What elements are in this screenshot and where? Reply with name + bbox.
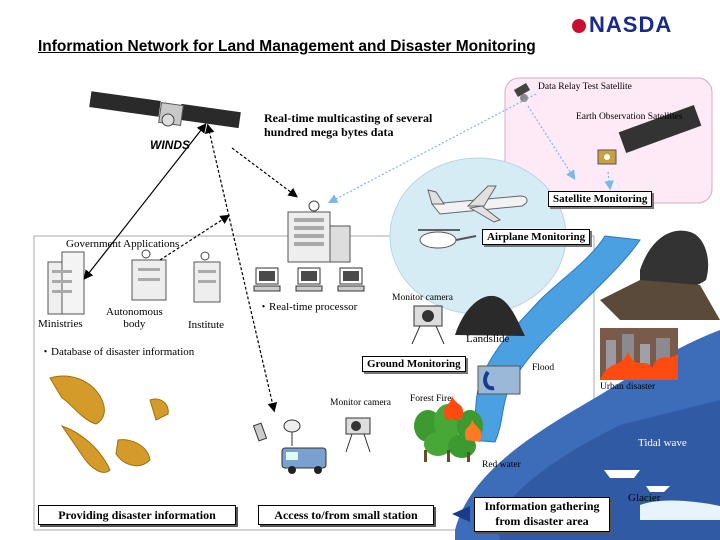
river <box>469 235 641 443</box>
realtime-processor-label: ・Real-time processor <box>258 301 358 313</box>
drts-label: Data Relay Test Satellite <box>538 82 632 92</box>
dish-icon <box>283 419 301 446</box>
gov-to-winds-arrow <box>159 214 231 261</box>
multicast-line-2: hundred mega bytes data <box>264 125 394 139</box>
glacier-label: Glacier <box>628 492 661 504</box>
satellite-icon <box>89 91 241 129</box>
nasda-logo: NASDA <box>572 12 672 38</box>
access-station-box: Access to/from small station <box>258 505 434 525</box>
monitor-camera-label: Monitor camera <box>330 398 391 408</box>
eos-label: Earth Observation Satellites <box>576 112 683 122</box>
info-gathering-line-2: from disaster area <box>495 514 589 528</box>
volcano-base <box>600 280 720 320</box>
red-water-label: Red water <box>482 460 521 470</box>
multicast-note: Real-time multicasting of several hundre… <box>264 111 432 139</box>
monitor-camera-top-label: Monitor camera <box>392 293 453 303</box>
satellite-monitoring-box: Satellite Monitoring <box>548 191 653 207</box>
eos-satellite-icon <box>597 104 702 165</box>
drts-satellite-icon <box>513 83 531 102</box>
computer-icon <box>253 267 365 292</box>
tidal-wave-label: Tidal wave <box>638 437 687 449</box>
volcano-icon <box>640 230 709 290</box>
logo-mark-icon <box>572 19 586 33</box>
tree-icon <box>414 396 483 462</box>
flood-label: Flood <box>532 363 555 373</box>
ministries-label: Ministries <box>38 318 83 330</box>
drts-to-processor-arrow <box>327 93 537 204</box>
flood-image <box>477 365 521 395</box>
winds-to-processor-arrow <box>231 147 298 198</box>
forest-fire-label: Forest Fire <box>410 394 452 404</box>
ship-icon <box>604 470 670 492</box>
handset-icon <box>252 422 268 442</box>
landslide-label: Landslide <box>466 333 510 345</box>
winds-to-station-arrow <box>204 123 278 413</box>
autonomous-label: Autonomous body <box>106 306 163 330</box>
airplane-monitoring-box: Airplane Monitoring <box>482 229 591 245</box>
ground-monitoring-box: Ground Monitoring <box>362 356 466 372</box>
map-image <box>49 375 169 473</box>
urban-disaster-label: Urban disaster <box>600 382 656 392</box>
info-gathering-box: Information gathering from disaster area <box>474 497 610 532</box>
database-label: ・Database of disaster information <box>40 346 195 358</box>
logo-text: NASDA <box>589 12 673 37</box>
winds-label: WINDS <box>150 138 190 152</box>
gov-apps-label: Government Applications <box>66 238 180 250</box>
landslide-hill <box>455 295 525 336</box>
institute-label: Institute <box>188 319 225 331</box>
info-gathering-line-1: Information gathering <box>484 499 600 513</box>
eos-arrow <box>604 171 614 191</box>
winds-to-ministries-arrow <box>83 123 207 280</box>
autonomous-line-1: Autonomous <box>106 306 163 318</box>
page-title: Information Network for Land Management … <box>38 38 536 55</box>
info-arrow <box>452 506 470 522</box>
van-icon <box>281 447 327 474</box>
camera-icon <box>345 305 445 453</box>
helicopter-icon <box>418 229 477 249</box>
autonomous-line-2: body <box>123 318 146 330</box>
glacier-image <box>640 500 720 520</box>
multicast-line-1: Real-time multicasting of several <box>264 111 433 125</box>
urban-disaster-image <box>600 328 678 380</box>
providing-info-box: Providing disaster information <box>38 505 236 525</box>
airplane-icon <box>427 185 528 223</box>
